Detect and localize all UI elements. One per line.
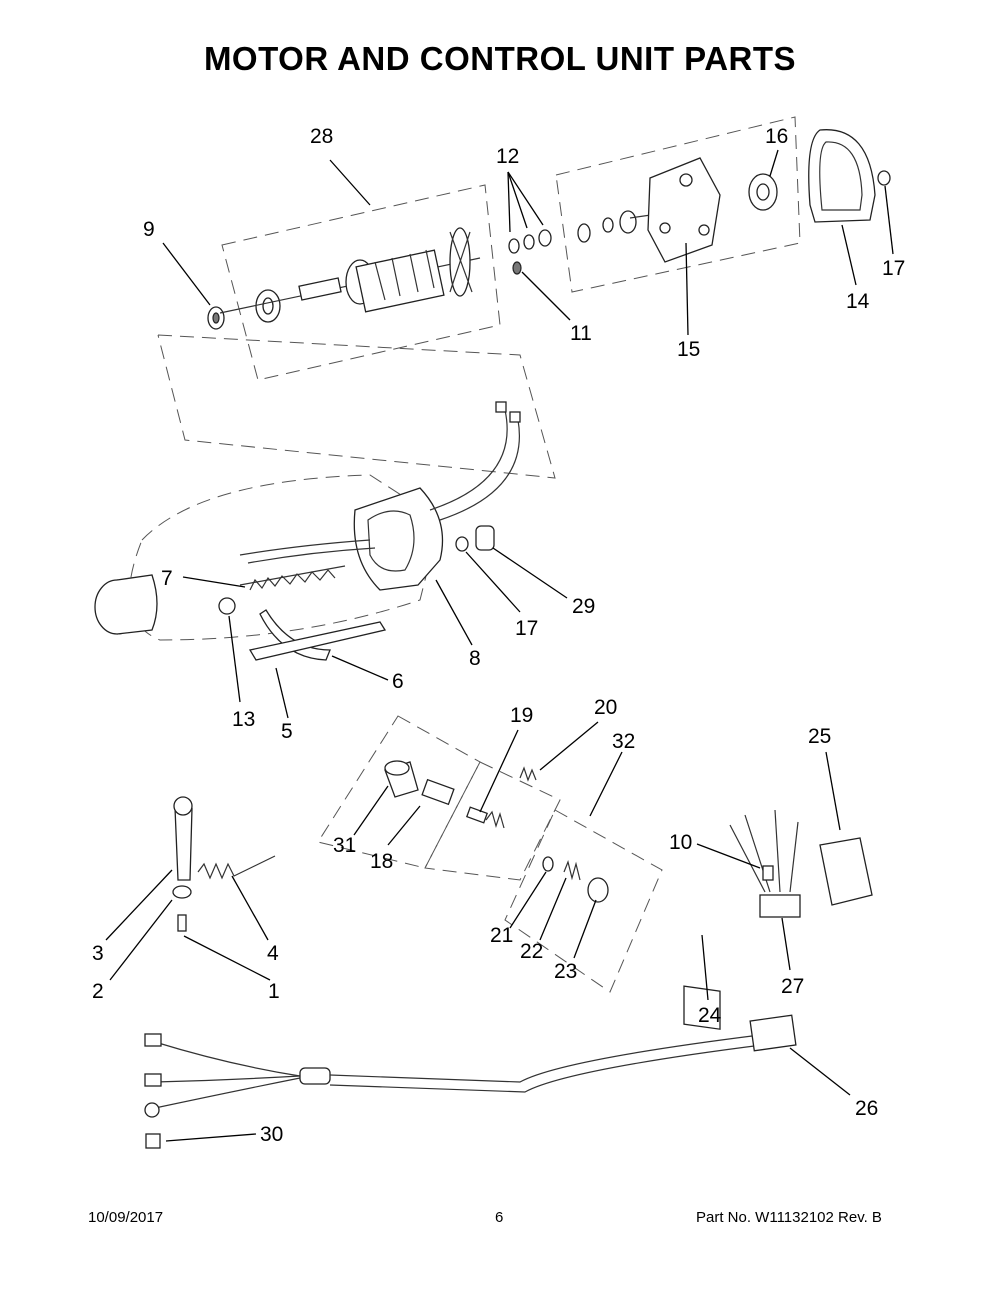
callout-32: 32 [612, 730, 635, 753]
power-cord-group [144, 1014, 797, 1149]
callout-26: 26 [855, 1097, 878, 1120]
callout-19: 19 [510, 704, 533, 727]
callout-28: 28 [310, 125, 333, 148]
callout-8: 8 [469, 647, 481, 670]
callout-2: 2 [92, 980, 104, 1003]
page-title: MOTOR AND CONTROL UNIT PARTS [203, 40, 797, 77]
speed-lever-group [172, 796, 276, 932]
callout-23: 23 [554, 960, 577, 983]
callout-15: 15 [677, 338, 700, 361]
callout-labels: 28 12 16 9 11 15 14 17 7 8 17 29 13 6 5 … [92, 125, 905, 1146]
callout-22: 22 [520, 940, 543, 963]
callout-5: 5 [281, 720, 293, 743]
callout-3: 3 [92, 942, 104, 965]
callout-31: 31 [333, 834, 356, 857]
callout-24: 24 [698, 1004, 722, 1027]
callout-17-mid: 17 [515, 617, 538, 640]
brush-holder-group [317, 715, 663, 993]
callout-14: 14 [846, 290, 870, 313]
callout-11: 11 [570, 322, 592, 345]
callout-13: 13 [232, 708, 255, 731]
footer-page-number: 6 [495, 1209, 504, 1226]
armature-group [157, 184, 556, 479]
callout-17-top: 17 [882, 257, 905, 280]
footer-date: 10/09/2017 [88, 1209, 164, 1226]
callout-30: 30 [260, 1123, 283, 1146]
callout-18: 18 [370, 850, 393, 873]
callout-1: 1 [268, 980, 280, 1003]
control-board-group [683, 809, 873, 1030]
callout-27: 27 [781, 975, 804, 998]
callout-20: 20 [594, 696, 617, 719]
motor-field-group [94, 401, 521, 661]
callout-12: 12 [496, 145, 519, 168]
callout-7: 7 [161, 567, 173, 590]
leader-lines [105, 149, 894, 1142]
callout-4: 4 [267, 942, 279, 965]
callout-29: 29 [572, 595, 595, 618]
callout-6: 6 [392, 670, 404, 693]
callout-16: 16 [765, 125, 788, 148]
end-plate-group [555, 116, 891, 293]
callout-10: 10 [669, 831, 692, 854]
callout-25: 25 [808, 725, 831, 748]
footer-part-number: Part No. W11132102 Rev. B [696, 1209, 882, 1226]
callout-21: 21 [490, 924, 513, 947]
callout-9: 9 [143, 218, 155, 241]
